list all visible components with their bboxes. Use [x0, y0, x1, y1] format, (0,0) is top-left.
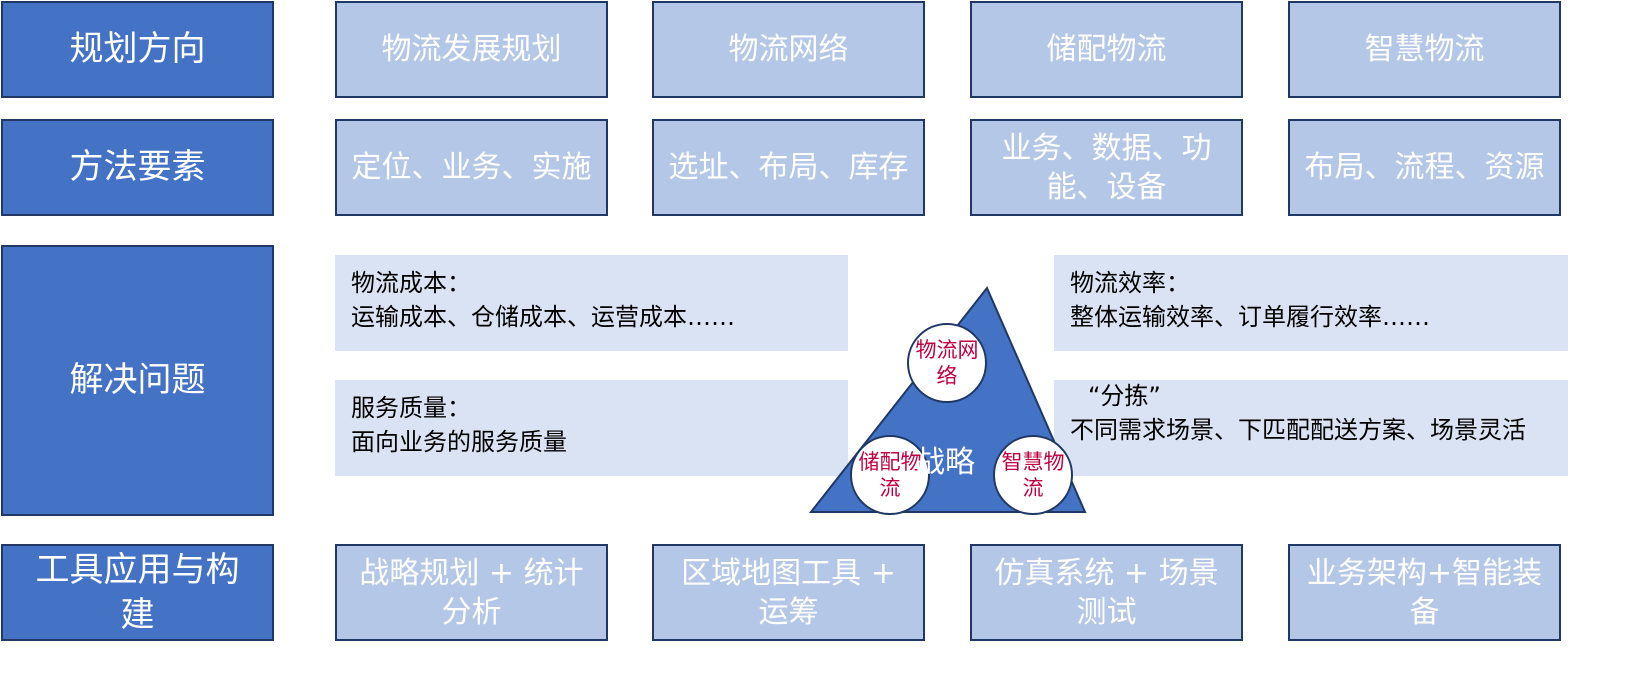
triangle-right-label: 智慧物流 — [1001, 450, 1065, 501]
cell-tools-4: 业务架构+智能装备 — [1288, 544, 1561, 641]
panel-quality: 服务质量： 面向业务的服务质量 — [335, 380, 848, 476]
row-label-problems: 解决问题 — [1, 245, 274, 516]
cell-method-3: 业务、数据、功能、设备 — [970, 119, 1243, 216]
row-label-method: 方法要素 — [1, 119, 274, 216]
cell-direction-1: 物流发展规划 — [335, 1, 608, 98]
panel-quality-title: 服务质量： — [351, 394, 471, 422]
cell-method-4: 布局、流程、资源 — [1288, 119, 1561, 216]
cell-tools-2: 区域地图工具 + 运筹 — [652, 544, 925, 641]
panel-sorting-text: 不同需求场景、下匹配配送方案、场景灵活 — [1070, 415, 1526, 444]
cell-tools-3: 仿真系统 + 场景测试 — [970, 544, 1243, 641]
panel-sorting-title: “分拣” — [1088, 382, 1161, 410]
triangle-top-label: 物流网络 — [915, 338, 979, 389]
triangle-left-label: 储配物流 — [858, 450, 922, 501]
panel-cost-text: 运输成本、仓储成本、运营成本…… — [351, 302, 735, 331]
panel-sorting: “分拣” 不同需求场景、下匹配配送方案、场景灵活 — [1054, 380, 1568, 476]
cell-direction-2: 物流网络 — [652, 1, 925, 98]
row-label-tools: 工具应用与构建 — [1, 544, 274, 641]
row-label-direction: 规划方向 — [1, 1, 274, 98]
cell-direction-3: 储配物流 — [970, 1, 1243, 98]
panel-quality-text: 面向业务的服务质量 — [351, 427, 567, 456]
panel-cost: 物流成本： 运输成本、仓储成本、运营成本…… — [335, 255, 848, 351]
cell-method-1: 定位、业务、实施 — [335, 119, 608, 216]
cell-direction-4: 智慧物流 — [1288, 1, 1561, 98]
panel-cost-title: 物流成本： — [351, 269, 471, 297]
panel-efficiency: 物流效率： 整体运输效率、订单履行效率…… — [1054, 255, 1568, 351]
cell-method-2: 选址、布局、库存 — [652, 119, 925, 216]
panel-efficiency-text: 整体运输效率、订单履行效率…… — [1070, 302, 1430, 331]
panel-efficiency-title: 物流效率： — [1070, 269, 1190, 297]
cell-tools-1: 战略规划 + 统计分析 — [335, 544, 608, 641]
triangle-center-label: 战略 — [915, 445, 975, 480]
